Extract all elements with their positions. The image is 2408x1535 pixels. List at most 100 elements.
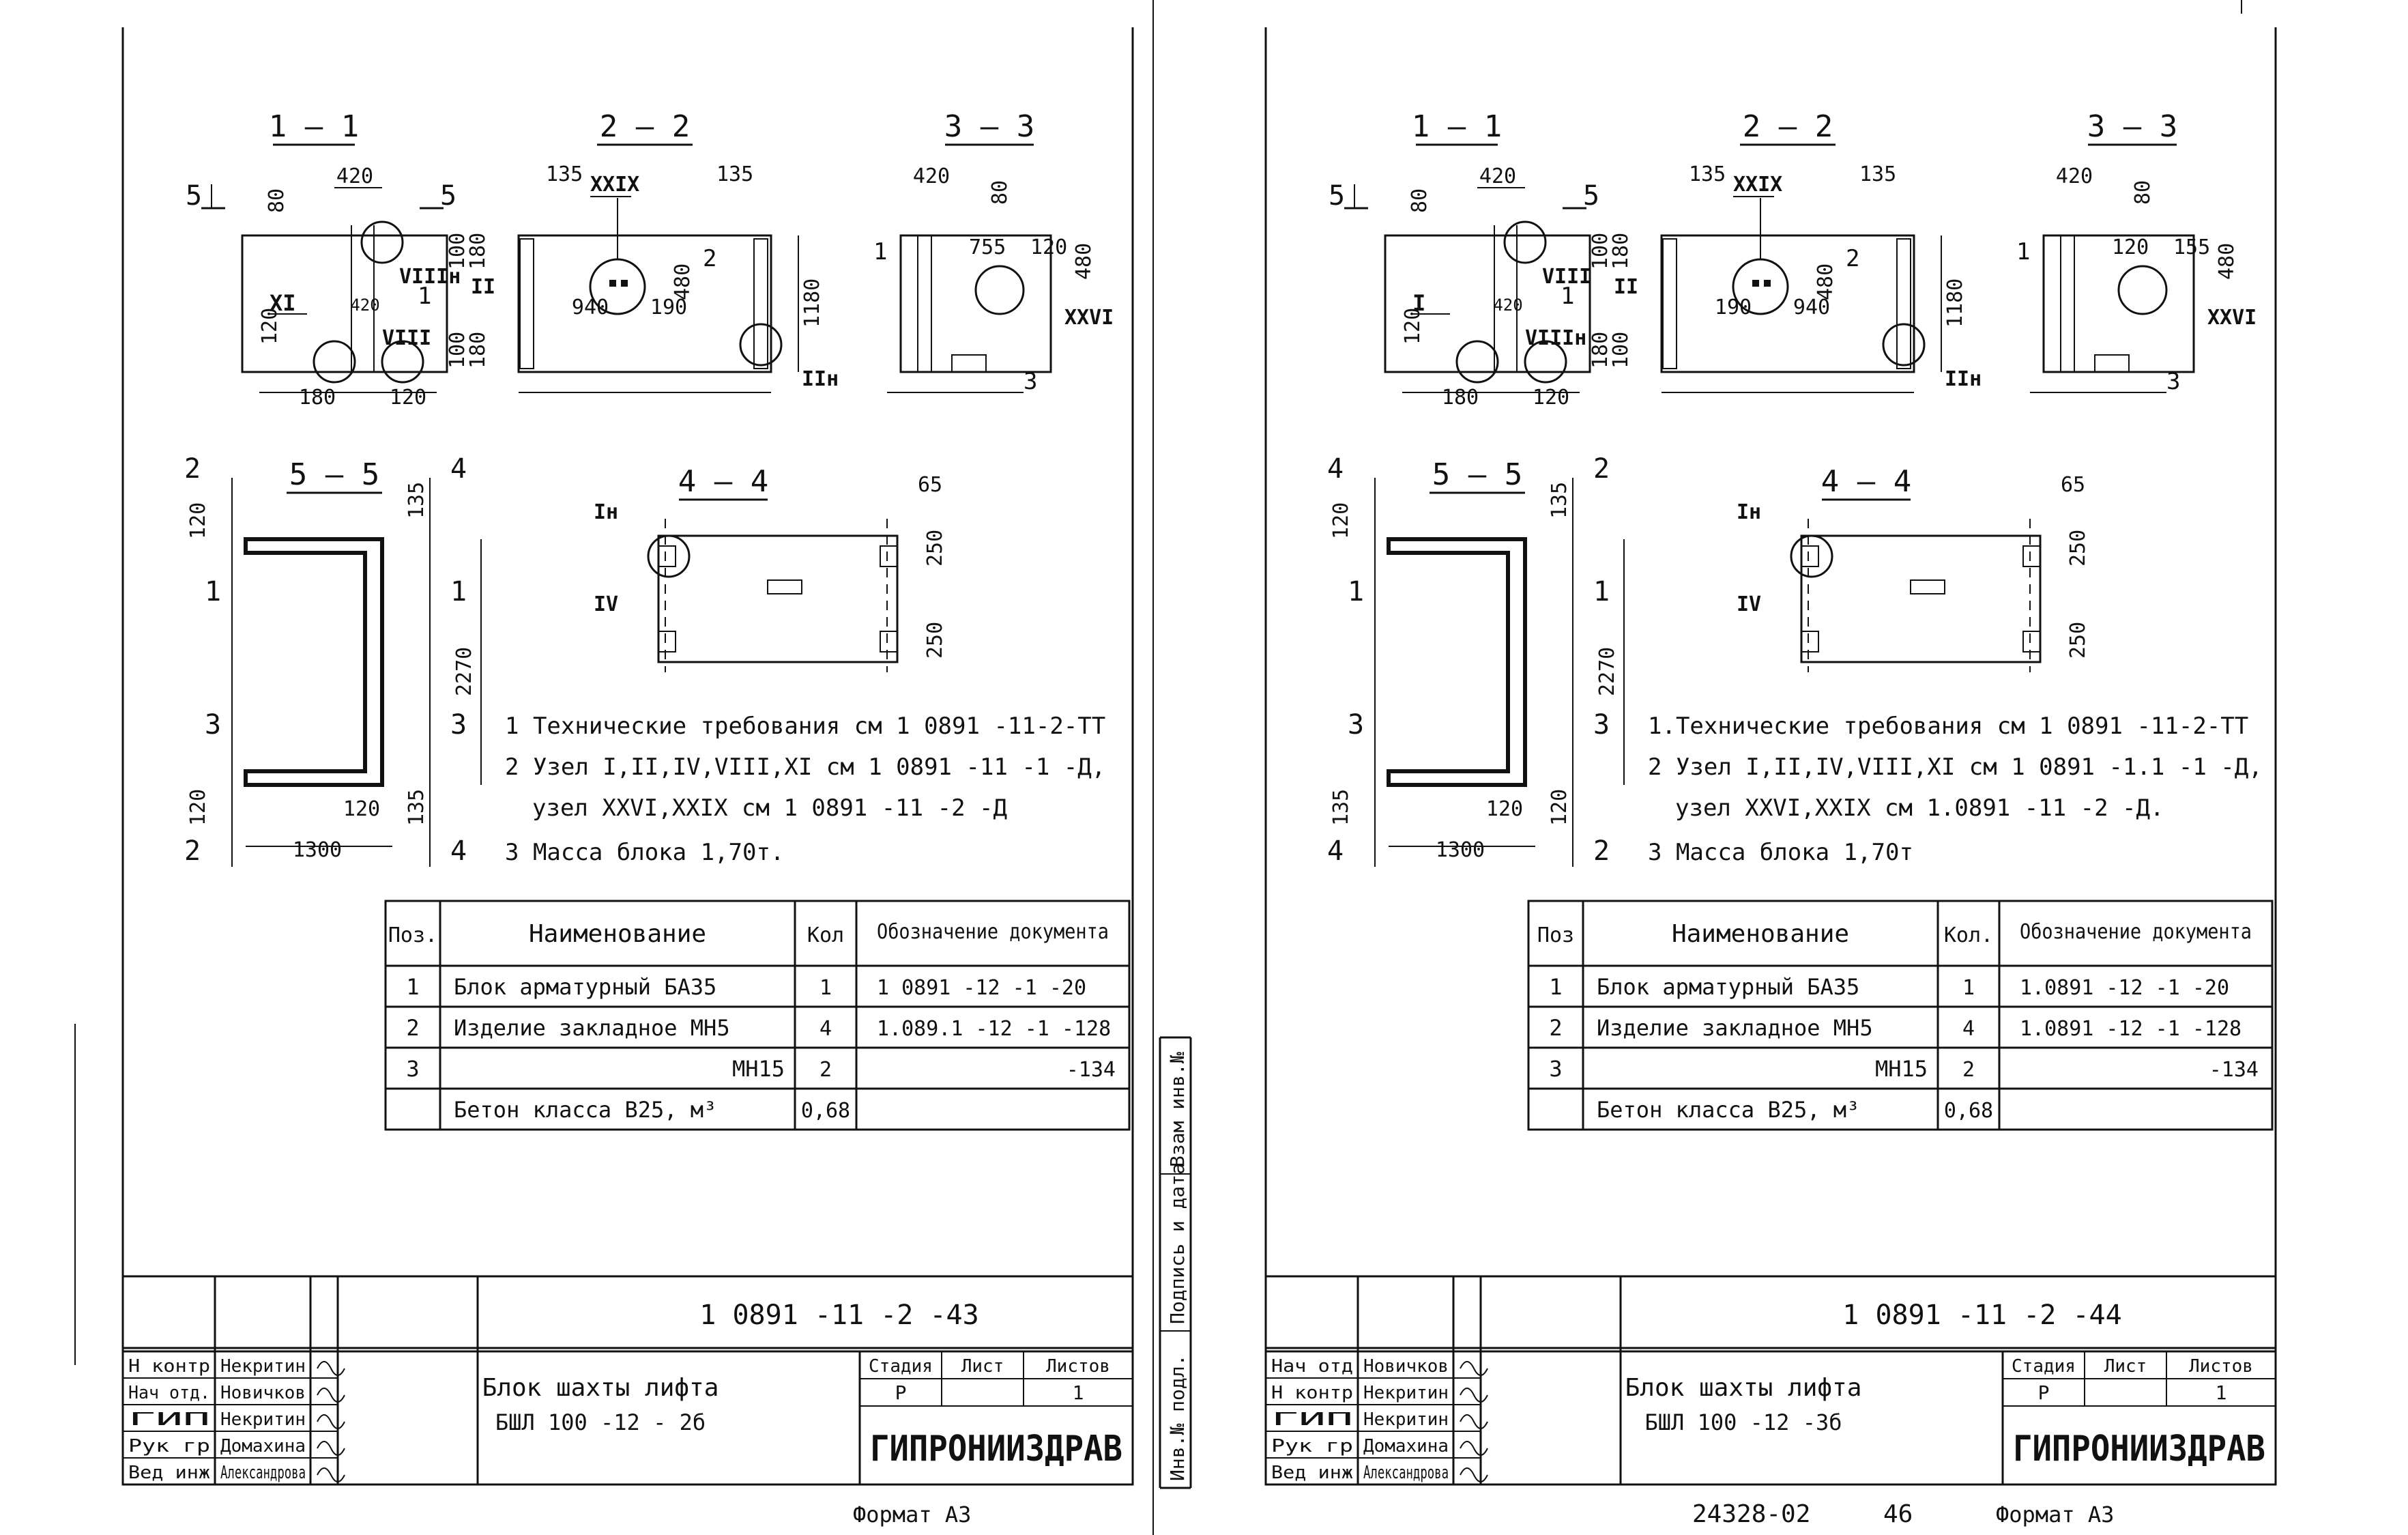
section-2-2-title: 2 – 2	[600, 109, 690, 144]
spec-cell-qty: 1	[1962, 976, 1975, 1000]
person-name: Домахина	[1363, 1436, 1449, 1457]
drawing-rect	[2022, 545, 2041, 567]
section-1-1-title: 1 – 1	[269, 109, 359, 144]
spec-cell-qty: 0,68	[801, 1099, 850, 1123]
dim-1300: 1300	[1436, 838, 1485, 862]
spec-cell-doc: 1.0891 -12 -1 -20	[2020, 976, 2229, 1000]
dim-135: 135	[1859, 162, 1896, 186]
node-label-XXIX: XXIX	[590, 173, 639, 197]
spec-cell-pos: 3	[406, 1056, 419, 1082]
dim-2270: 2270	[1595, 647, 1619, 696]
spec-cell-qty: 2	[1962, 1058, 1975, 1082]
person-role: Рук гр	[128, 1436, 210, 1457]
signature-mark	[317, 1441, 345, 1456]
person-name: Александрова	[1363, 1463, 1449, 1483]
dim-120: 135	[1329, 789, 1353, 826]
document-code: 1 0891 -11 -2 -44	[1842, 1300, 2121, 1331]
embedded-plate	[1752, 280, 1759, 287]
spec-cell-doc: 1.089.1 -12 -1 -128	[877, 1017, 1111, 1041]
spec-cell-name: Изделие закладное МН5	[454, 1015, 730, 1041]
note-4: 3 Масса блока 1,70т.	[505, 839, 784, 866]
block-name-line2: БШЛ 100 -12 -3б	[1645, 1409, 1842, 1435]
stage-value: Р	[2038, 1381, 2050, 1404]
dim-180: 180	[299, 386, 336, 410]
dim-100: 100	[446, 233, 469, 270]
paper-format: Формат А3	[1996, 1502, 2114, 1527]
node-circle	[1455, 340, 1499, 384]
drawing-rect	[753, 238, 768, 369]
section-4-4-title: 4 – 4	[1821, 464, 1911, 499]
signature-mark	[317, 1388, 345, 1403]
spec-cell-pos: 2	[1549, 1015, 1562, 1041]
node-label-XI: XI	[270, 290, 296, 316]
position-leader-2: 2	[1846, 245, 1859, 272]
drawing-rect	[767, 579, 802, 594]
dim-120: 120	[390, 386, 426, 410]
cut-mark: 2	[184, 453, 201, 485]
position-leader-1: 1	[1561, 283, 1574, 310]
side-label-signature-date: Подпись и дата	[1166, 1163, 1189, 1324]
stage-header: Стадия	[2012, 1356, 2076, 1377]
dim-120: 120	[1533, 386, 1569, 410]
cut-mark: 2	[184, 835, 201, 867]
dim-80: 80	[988, 180, 1012, 205]
dim-135: 135	[405, 482, 429, 519]
dim-190: 190	[650, 296, 687, 319]
dim-420: 420	[1479, 164, 1516, 188]
node-label-II: II	[1614, 275, 1638, 299]
person-role: Нач отд.	[128, 1383, 210, 1403]
cut-mark: 1	[205, 576, 221, 607]
cut-mark: 1	[1348, 576, 1364, 607]
dim-80: 80	[1408, 188, 1432, 213]
sheets-value: 1	[1073, 1381, 1084, 1404]
embedded-plate	[1764, 280, 1771, 287]
block-name-line1: Блок шахты лифта	[482, 1374, 719, 1402]
node-circle	[974, 265, 1025, 315]
dim-250: 250	[923, 530, 947, 566]
person-role: Рук гр	[1271, 1436, 1353, 1457]
spec-cell-pos: 3	[1549, 1056, 1562, 1082]
cut-mark: 4	[450, 835, 467, 867]
cut-mark: 2	[1593, 453, 1610, 485]
node-circle	[313, 340, 356, 384]
sheet-header: Лист	[2104, 1356, 2147, 1377]
spec-cell-pos: 1	[406, 974, 419, 1000]
block-name-line2: БШЛ 100 -12 - 2б	[495, 1409, 706, 1435]
position-leader-2: 2	[703, 245, 716, 272]
cut-mark: 1	[450, 576, 467, 607]
dim-940: 190	[1715, 296, 1752, 319]
spec-cell-qty: 0,68	[1944, 1099, 1993, 1123]
dim-940: 940	[572, 296, 609, 319]
note-1: 1.Технические требования см 1 0891 -11-2…	[1648, 713, 2248, 740]
spec-header-doc: Обозначение документа	[877, 920, 1109, 944]
person-role: Вед инж	[128, 1463, 210, 1483]
dim-420: 420	[913, 164, 950, 188]
dim-135: 135	[716, 162, 753, 186]
dim-250: 250	[2066, 622, 2090, 659]
node-label-VIII: VIIIн	[1525, 326, 1586, 350]
dim-65: 65	[2061, 473, 2085, 497]
node-label-XXVI: XXVI	[2207, 306, 2257, 330]
node-circle	[1503, 220, 1547, 264]
paper-format: Формат А3	[853, 1502, 971, 1527]
channel-profile	[1387, 537, 1527, 787]
spec-cell-name: МН15	[1875, 1056, 1928, 1082]
spec-header-pos: Поз	[1537, 923, 1574, 947]
dim-135: 120	[1548, 789, 1571, 826]
dim-480: 480	[2215, 243, 2239, 280]
dim-180: 180	[466, 332, 490, 369]
spec-header-name: Наименование	[1672, 920, 1849, 948]
note-2: 2 Узел I,II,IV,VIII,XI см 1 0891 -1.1 -1…	[1648, 754, 2263, 781]
dim-250: 250	[923, 622, 947, 659]
drawing-rect	[880, 631, 898, 652]
node-circle	[1790, 534, 1833, 578]
